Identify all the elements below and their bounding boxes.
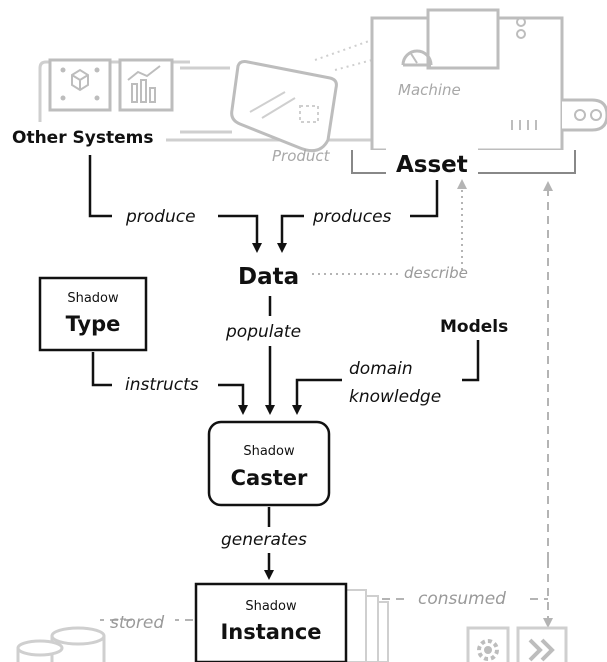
other-systems-label: Other Systems [12,128,153,148]
shadow-instance-box [194,582,348,662]
generates-label: generates [221,530,307,550]
produces-connector [282,180,439,248]
stored-label: stored [110,613,164,633]
product-icon [230,60,338,153]
domain-label: domain [349,359,413,379]
produce-connector [88,155,257,248]
knowledge-label: knowledge [349,387,441,407]
shadow-caster-box [207,420,331,507]
shadow-caster-small: Shadow [243,444,295,459]
instructs-connector [91,352,243,410]
populate-label: populate [225,322,301,342]
describe-label: describe [404,264,468,282]
produces-label: produces [312,207,392,227]
data-label: Data [238,264,299,290]
machine-icon [370,8,607,152]
gear-icon [466,626,510,662]
shadow-caster-big: Caster [231,466,308,490]
shadow-instance-big: Instance [220,620,321,644]
models-label: Models [440,317,508,337]
database-icon [16,626,106,662]
produce-label: produce [125,207,196,227]
instance-stack [345,589,389,662]
shadow-type-box [38,276,148,352]
chart-icon [118,58,174,112]
instructs-label: instructs [125,375,199,395]
asset-label: Asset [396,152,468,178]
gauge-icon [401,49,433,67]
machine-label: Machine [398,81,461,99]
shadow-type-small: Shadow [67,291,119,306]
shadow-instance-small: Shadow [245,599,297,614]
shadow-type-big: Type [66,312,121,336]
product-label: Product [272,147,331,165]
cube-network-icon [48,58,112,112]
domain-knowledge-connector [297,340,480,410]
consumed-label: consumed [418,589,506,609]
forward-chevrons-icon [516,626,568,662]
